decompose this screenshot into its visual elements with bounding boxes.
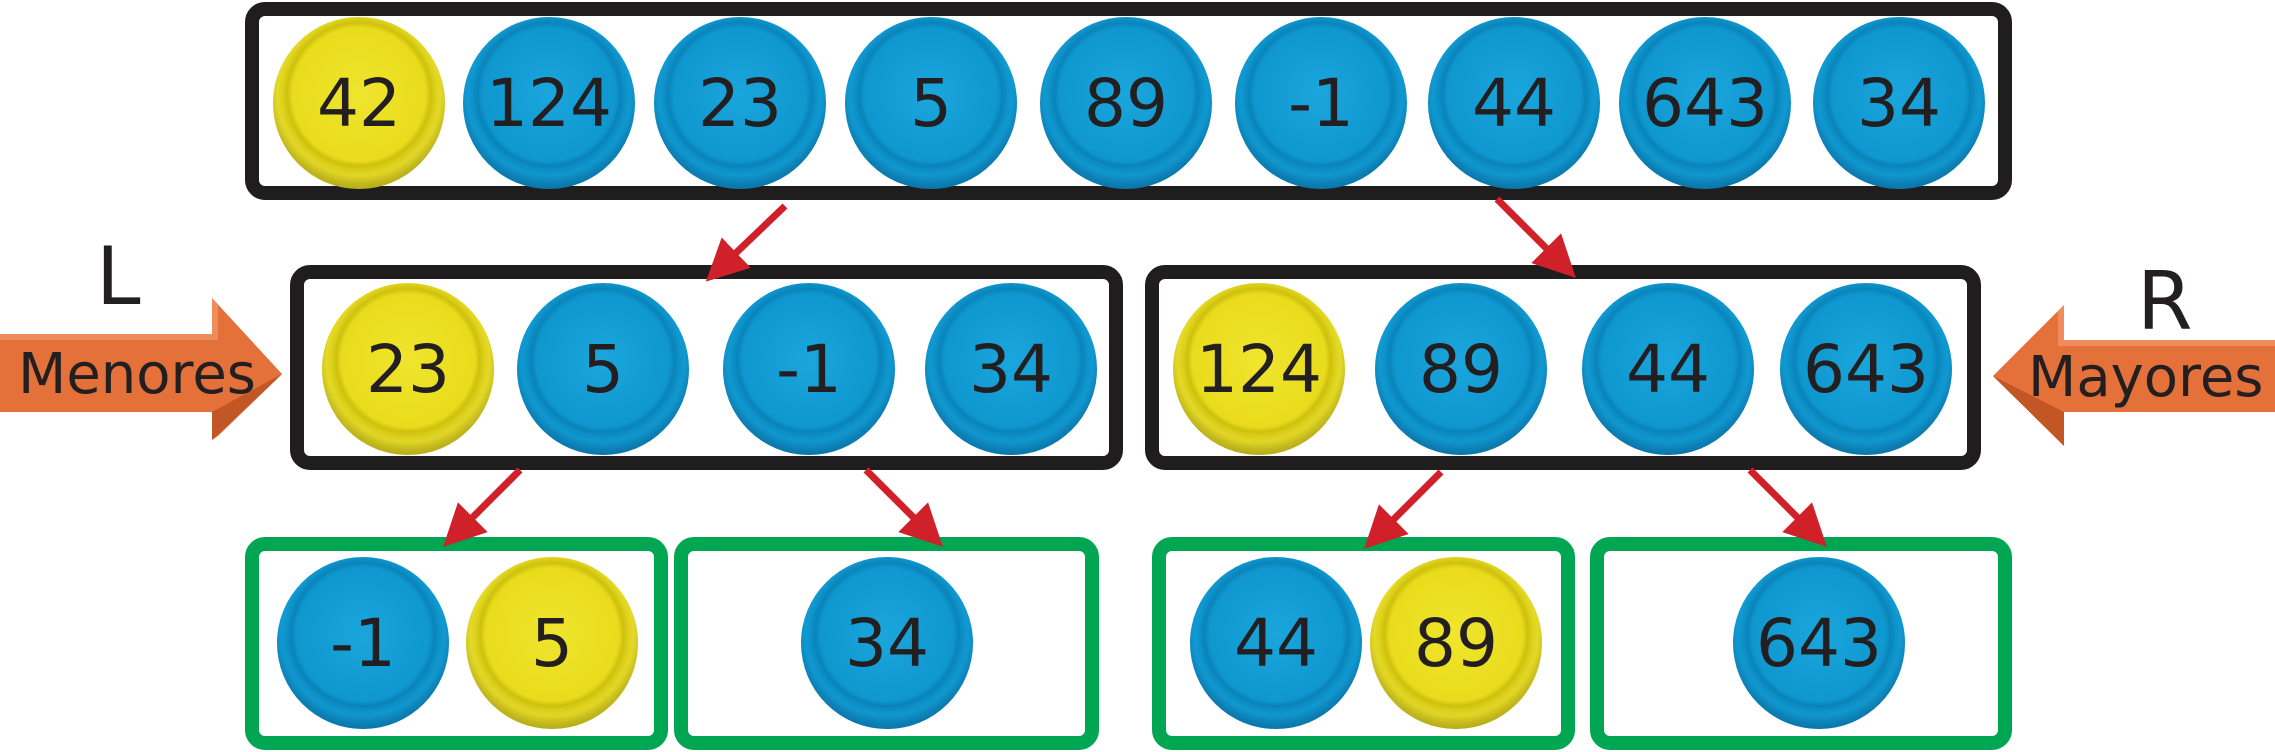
pivot-ball: 42 [273,17,445,189]
split-arrow [1494,196,1576,278]
ball-value: 5 [582,330,624,408]
ball: -1 [277,557,449,729]
ball: 89 [1375,283,1547,455]
ball-value: 643 [1756,604,1882,682]
ball: -1 [723,283,895,455]
ball-value: 44 [1234,604,1318,682]
leaf-box [245,537,668,750]
ball-value: 643 [1642,64,1768,142]
ball: 5 [845,17,1017,189]
leaf-box [674,537,1099,750]
ball-value: -1 [776,330,842,408]
ball: 643 [1619,17,1791,189]
ball-value: 42 [317,64,401,142]
ball: 44 [1582,283,1754,455]
ball: 34 [801,557,973,729]
ball: -1 [1235,17,1407,189]
ball-value: 89 [1414,604,1498,682]
ball-value: 5 [531,604,573,682]
ball: 643 [1733,557,1905,729]
mayores-label: Mayores [2028,345,2264,410]
menores-label: Menores [18,342,256,407]
split-arrow [443,467,523,547]
pivot-ball: 124 [1173,283,1345,455]
split-arrow [705,203,788,282]
left-letter: L [96,230,141,323]
ball: 44 [1428,17,1600,189]
ball-value: 34 [1857,64,1941,142]
ball-value: 89 [1084,64,1168,142]
ball-value: 89 [1419,330,1503,408]
leaf-box [1152,537,1575,750]
ball-value: 44 [1472,64,1556,142]
split-arrow [1747,467,1827,547]
ball-value: -1 [1288,64,1354,142]
mayores-arrow-icon [1993,305,2275,446]
ball-value: -1 [330,604,396,682]
partition-box-right [1145,265,1981,470]
ball: 5 [517,283,689,455]
ball: 44 [1190,557,1362,729]
ball-value: 34 [969,330,1053,408]
pivot-ball: 23 [322,283,494,455]
ball: 34 [1813,17,1985,189]
ball-value: 124 [1196,330,1322,408]
ball: 89 [1040,17,1212,189]
menores-arrow-icon [0,298,282,440]
ball-value: 5 [910,64,952,142]
ball-value: 34 [845,604,929,682]
ball-value: 124 [486,64,612,142]
pivot-ball: 5 [466,557,638,729]
right-letter: R [2137,255,2193,348]
ball: 34 [925,283,1097,455]
split-arrow [863,467,943,547]
ball: 23 [654,17,826,189]
split-arrow [1364,469,1444,549]
partition-box [245,2,2012,200]
ball-value: 23 [698,64,782,142]
ball: 643 [1780,283,1952,455]
ball: 124 [463,17,635,189]
ball-value: 23 [366,330,450,408]
pivot-ball: 89 [1370,557,1542,729]
ball-value: 44 [1626,330,1710,408]
ball-value: 643 [1803,330,1929,408]
